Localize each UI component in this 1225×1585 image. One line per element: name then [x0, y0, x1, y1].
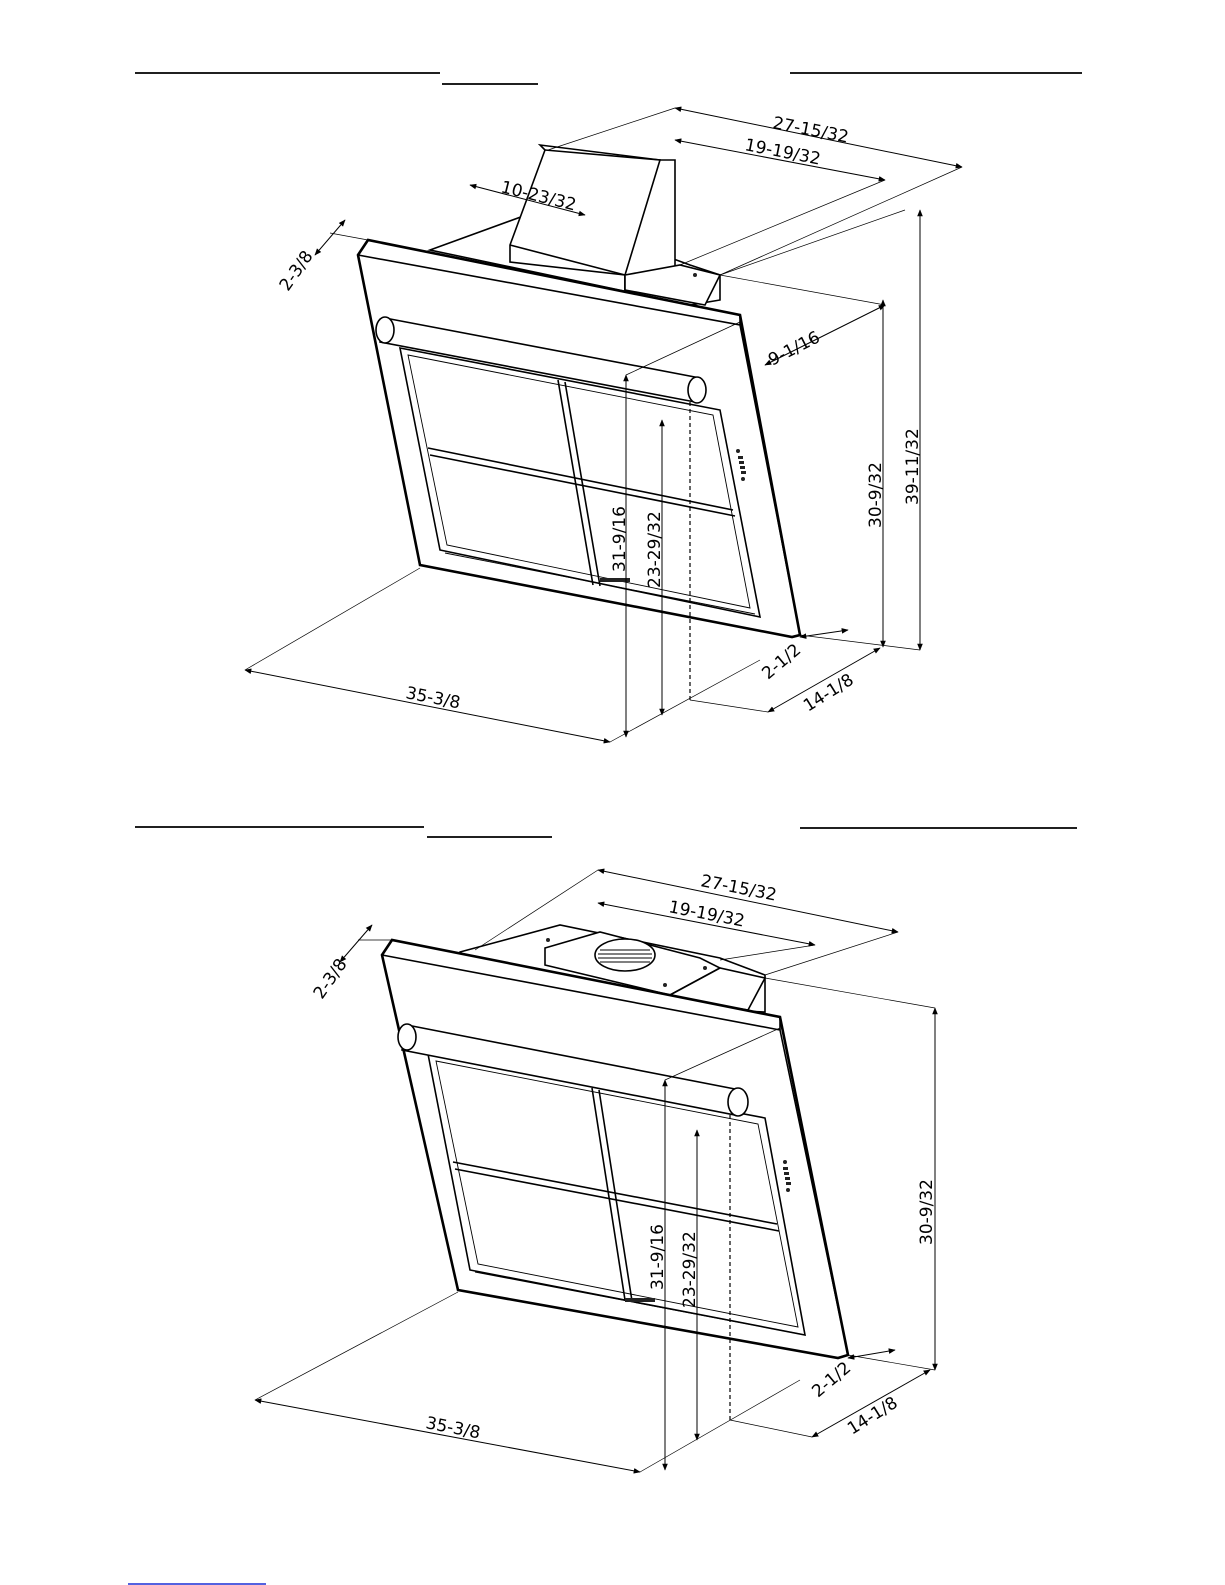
dim-height-panel: 31-9/16: [610, 506, 630, 572]
dim-width-total: 27-15/32: [699, 871, 778, 905]
dim-frame-thickness: 2-3/8: [310, 955, 352, 1003]
bottom-header-rules: [135, 827, 1077, 837]
dim-height-inner: 23-29/32: [680, 1231, 700, 1308]
dim-bottom-lip: 2-1/2: [758, 640, 805, 684]
dim-height-overall: 39-11/32: [903, 428, 923, 505]
dim-width-front: 35-3/8: [424, 1413, 482, 1443]
dim-height-panel: 31-9/16: [648, 1224, 668, 1290]
dim-width-front: 35-3/8: [404, 683, 462, 713]
dim-height-body: 30-9/32: [866, 462, 886, 528]
range-hood-top-view: [245, 108, 962, 742]
dim-frame-thickness: 2-3/8: [276, 247, 318, 295]
dim-height-body: 30-9/32: [917, 1179, 937, 1245]
dim-height-inner: 23-29/32: [645, 511, 665, 588]
top-header-rules: [135, 73, 1082, 84]
dim-width-duct: 19-19/32: [667, 897, 746, 931]
dim-bottom-lip: 2-1/2: [808, 1358, 855, 1402]
dim-depth-top: 9-1/16: [765, 328, 823, 371]
dim-depth-bottom: 14-1/8: [844, 1393, 901, 1439]
